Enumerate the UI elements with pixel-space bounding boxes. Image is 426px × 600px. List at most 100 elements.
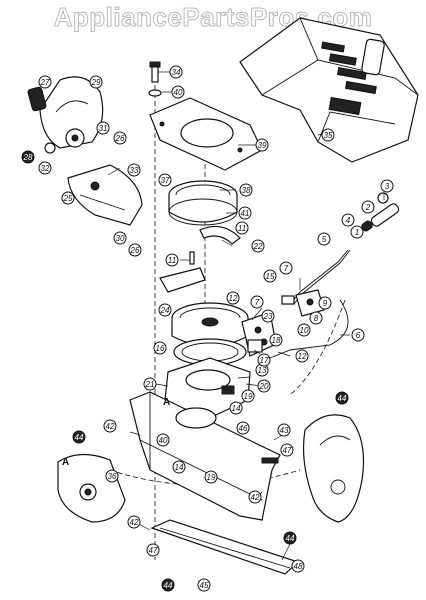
callout: 42: [127, 515, 141, 529]
svg-text:28: 28: [23, 153, 33, 162]
svg-text:20: 20: [259, 382, 269, 391]
clip-part: [199, 225, 241, 245]
callout: 20: [257, 379, 271, 393]
svg-text:44: 44: [164, 581, 173, 590]
svg-text:24: 24: [160, 306, 170, 315]
callout: 42: [103, 419, 117, 433]
callout: 39: [255, 138, 269, 152]
callout: 15: [263, 269, 277, 283]
svg-text:7: 7: [284, 264, 289, 273]
svg-text:33: 33: [130, 166, 139, 175]
svg-text:14: 14: [175, 463, 184, 472]
callout: 26: [113, 131, 127, 145]
svg-text:19: 19: [244, 392, 253, 401]
svg-text:25: 25: [63, 194, 73, 203]
svg-text:13: 13: [258, 366, 267, 375]
small-bracket-part: [159, 251, 206, 293]
callout: 44: [72, 430, 86, 444]
callout: 37: [158, 173, 172, 187]
svg-text:23: 23: [263, 312, 273, 321]
callout: 16: [153, 341, 167, 355]
svg-text:12: 12: [298, 352, 307, 361]
svg-text:1: 1: [355, 228, 359, 237]
callout: 1: [350, 225, 364, 239]
svg-text:36: 36: [108, 472, 117, 481]
svg-text:40: 40: [159, 436, 168, 445]
svg-text:26: 26: [130, 246, 140, 255]
callout: 31: [96, 121, 110, 135]
callout: 26: [128, 243, 142, 257]
svg-text:34: 34: [172, 68, 181, 77]
callout: 12: [295, 349, 309, 363]
callout: 17: [257, 353, 271, 367]
svg-text:41: 41: [241, 209, 250, 218]
svg-text:35: 35: [324, 131, 333, 140]
callout: 47: [146, 543, 160, 557]
callout: 46: [236, 421, 250, 435]
svg-text:38: 38: [242, 186, 251, 195]
callout: 32: [38, 161, 52, 175]
callout: 42: [248, 490, 262, 504]
svg-text:10: 10: [300, 326, 309, 335]
callout: 8: [309, 311, 323, 325]
callout: 18: [269, 333, 283, 347]
scraper-bar-part: [150, 519, 300, 575]
svg-text:16: 16: [156, 344, 165, 353]
callout: 40: [171, 85, 185, 99]
callout: 21: [143, 377, 157, 391]
callout: 30: [113, 231, 127, 245]
svg-text:37: 37: [161, 176, 170, 185]
callout: 44: [283, 531, 297, 545]
callout: 14: [229, 401, 243, 415]
svg-text:5: 5: [322, 235, 327, 244]
svg-text:42: 42: [251, 493, 260, 502]
callout: 43: [277, 423, 291, 437]
svg-text:44: 44: [75, 433, 84, 442]
svg-text:40: 40: [174, 88, 183, 97]
svg-text:46: 46: [239, 424, 248, 433]
svg-text:19: 19: [207, 473, 216, 482]
shroud-panel-part: [239, 17, 419, 163]
callout: 45: [197, 578, 211, 592]
svg-text:47: 47: [149, 546, 158, 555]
svg-text:4: 4: [346, 216, 351, 225]
callout: 38: [239, 183, 253, 197]
callout: 44: [335, 391, 349, 405]
right-side-plate-part: [302, 414, 365, 523]
callout: 19: [204, 470, 218, 484]
callout: 44: [161, 578, 175, 592]
svg-text:43: 43: [280, 426, 289, 435]
svg-text:7: 7: [255, 298, 260, 307]
auger-housing-part: [129, 391, 281, 521]
callout: 6: [351, 328, 365, 342]
cable-part: [269, 299, 349, 359]
callout: 27: [38, 75, 52, 89]
section-mark-a-top: A: [163, 397, 170, 408]
callout: 7: [250, 295, 264, 309]
svg-text:26: 26: [115, 134, 125, 143]
callout: 34: [169, 65, 183, 79]
svg-text:44: 44: [338, 394, 347, 403]
callout: 2: [361, 200, 375, 214]
svg-text:12: 12: [229, 294, 238, 303]
callout: 47: [280, 443, 294, 457]
callout: 7: [279, 261, 293, 275]
top-bolt-part: [148, 61, 162, 97]
svg-text:22: 22: [253, 242, 263, 251]
chute-bracket-part: [67, 164, 143, 226]
svg-text:15: 15: [266, 272, 275, 281]
svg-text:17: 17: [260, 356, 269, 365]
svg-text:14: 14: [232, 404, 241, 413]
svg-text:18: 18: [272, 336, 281, 345]
callout: 11: [165, 253, 179, 267]
svg-text:11: 11: [168, 256, 176, 265]
drive-bracket-part: [241, 311, 277, 357]
callout: 24: [158, 303, 172, 317]
callout: 28: [21, 150, 35, 164]
svg-text:44: 44: [286, 534, 295, 543]
callout: 9: [318, 296, 332, 310]
svg-text:29: 29: [91, 78, 101, 87]
svg-text:42: 42: [130, 518, 139, 527]
callout: 41: [238, 206, 252, 220]
svg-text:2: 2: [365, 203, 371, 212]
